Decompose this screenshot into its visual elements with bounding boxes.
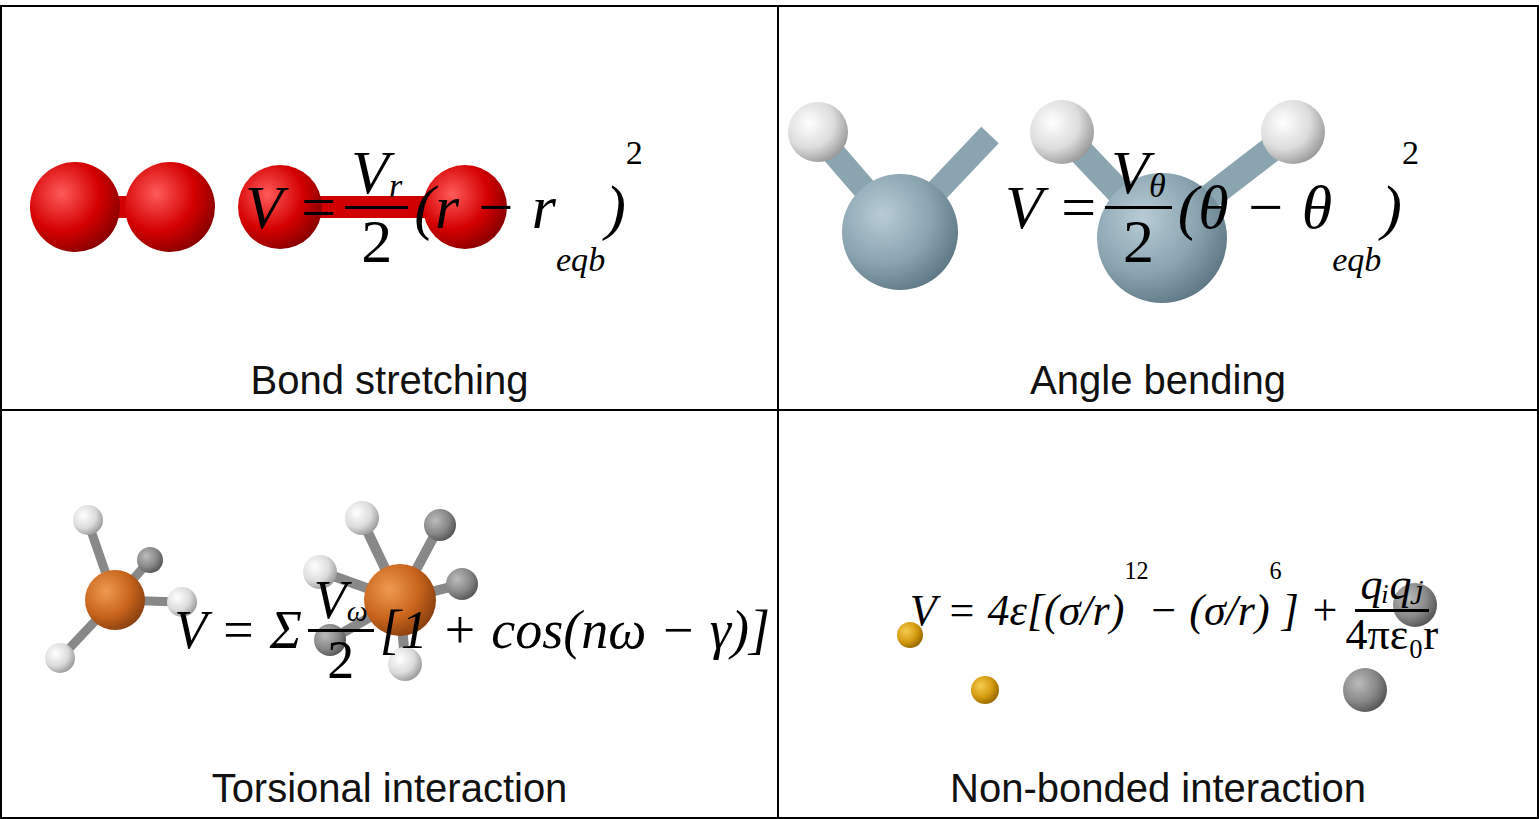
superscript: 12 [1124,557,1148,585]
energy-formula: V = 4ε[(σ/r)12 − (σ/r)6] +qᵢqⱼ4πε₀r [910,562,1444,657]
superscript: 2 [626,134,643,172]
formula-term: V [314,572,347,629]
formula-term: − (σ/r) [1149,585,1270,636]
fraction: qᵢqⱼ4πε₀r [1346,562,1439,657]
formula-term: (θ − θ [1178,172,1332,243]
energy-formula: V =Vr2(r − reqb)2 [245,140,643,273]
denominator: 4πε₀r [1346,612,1439,658]
cell-caption: Bond stretching [2,358,777,403]
formula-term: ] + [1282,585,1340,636]
formula-term: 2 [1123,207,1154,275]
denominator: 2 [1123,209,1154,274]
numerator: Vθ [1105,140,1172,208]
fraction: Vr2 [345,140,408,273]
denominator: 2 [327,632,354,689]
energy-formula: V =Vθ2(θ − θeqb)2 [1005,140,1419,273]
numerator: qᵢqⱼ [1355,562,1430,611]
subscript: ω [347,596,368,627]
ethane-molecule [45,505,197,673]
formula-term: 2 [361,207,392,275]
formula-term: V = [245,172,339,243]
numerator: Vω [308,572,374,632]
formula-term: ) [605,172,626,243]
formula-term: V = [1005,172,1099,243]
cell-caption: Angle bending [779,358,1537,403]
cell-caption: Torsional interaction [2,766,777,811]
water-molecule [788,102,990,290]
oxygen-molecule [30,162,215,252]
formula-term: 2 [327,630,354,690]
subscript: eqb [1332,241,1381,279]
formula-term: (r − r [414,172,556,243]
energy-formula: V = ΣVω2[1 + cos(nω − γ)] [174,572,770,688]
formula-term: V = 4ε[(σ/r) [910,585,1125,636]
formula-term: V [351,140,389,205]
formula-term: 4πε₀r [1346,610,1439,659]
subscript: θ [1149,168,1166,204]
formula-term: [1 + cos(nω − γ)] [380,599,770,661]
numerator: Vr [345,140,408,208]
formula-term: qᵢqⱼ [1361,562,1424,608]
superscript: 2 [1402,134,1419,172]
cell-caption: Non-bonded interaction [779,766,1537,811]
formula-term: V [1111,140,1149,205]
denominator: 2 [361,209,392,274]
fraction: Vω2 [308,572,374,688]
formula-term: ) [1381,172,1402,243]
subscript: eqb [556,241,605,279]
fraction: Vθ2 [1105,140,1172,273]
subscript: r [389,168,402,204]
formula-term: V = Σ [174,599,302,661]
superscript: 6 [1270,557,1282,585]
